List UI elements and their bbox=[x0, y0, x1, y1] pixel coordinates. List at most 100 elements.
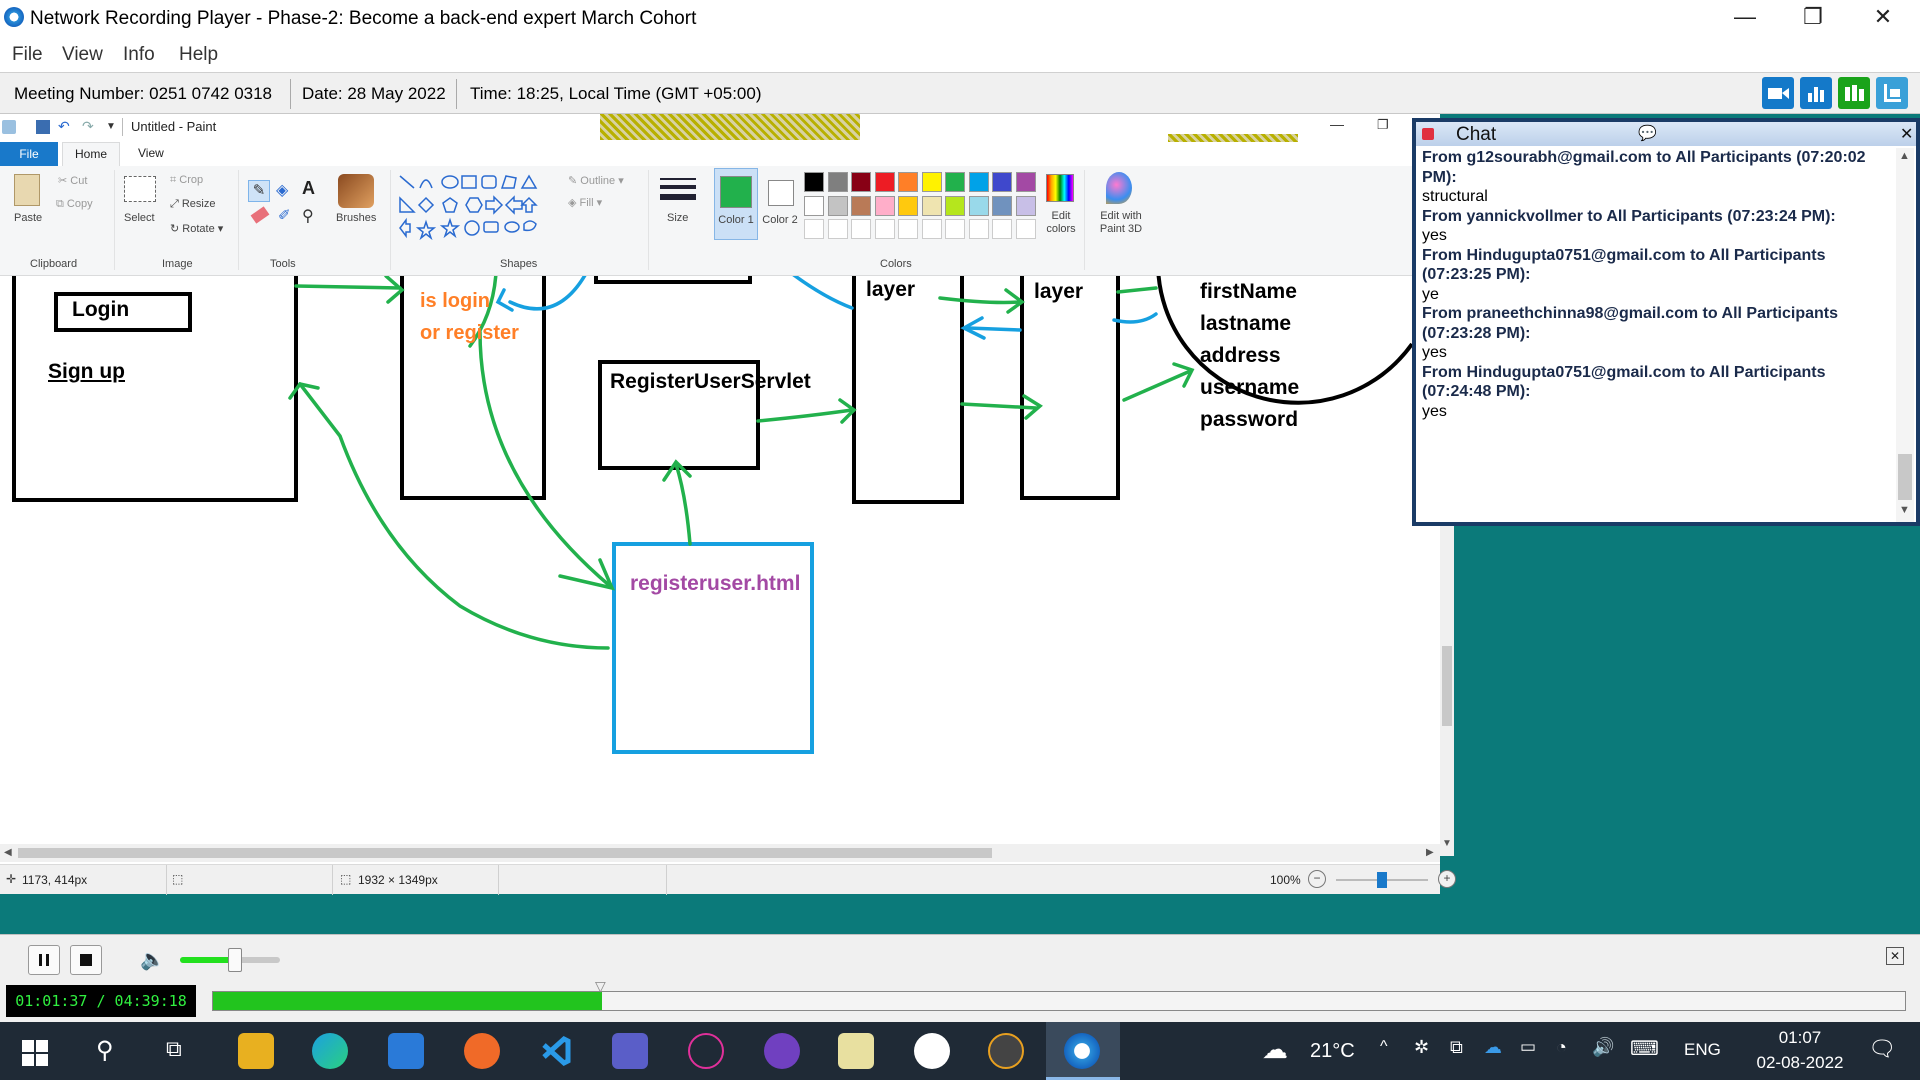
empty-palette-swatch[interactable] bbox=[804, 219, 824, 239]
size-icon[interactable] bbox=[660, 176, 696, 208]
tab-file[interactable]: File bbox=[0, 142, 58, 166]
edit-paint3d-label[interactable]: Edit with Paint 3D bbox=[1099, 210, 1143, 235]
horizontal-scrollbar[interactable]: ◀ ▶ bbox=[0, 844, 1440, 862]
tray-app-icon[interactable]: ✲ bbox=[1414, 1037, 1430, 1057]
empty-palette-swatch[interactable] bbox=[898, 219, 918, 239]
arrow-down-shape-icon[interactable] bbox=[399, 217, 411, 239]
brushes-icon[interactable] bbox=[338, 174, 374, 208]
empty-palette-swatch[interactable] bbox=[827, 219, 848, 239]
pause-button[interactable] bbox=[28, 945, 60, 975]
chat-scroll-thumb[interactable] bbox=[1898, 454, 1912, 500]
zoom-in-button[interactable]: + bbox=[1438, 870, 1456, 888]
menu-info[interactable]: Info bbox=[123, 44, 155, 65]
polygon-shape-icon[interactable] bbox=[500, 175, 517, 189]
palette-swatch[interactable] bbox=[992, 195, 1012, 216]
github-icon[interactable] bbox=[764, 1033, 800, 1069]
empty-palette-swatch[interactable] bbox=[968, 219, 989, 239]
chat-scroll-down-icon[interactable]: ▼ bbox=[1899, 504, 1910, 516]
zoom-out-button[interactable]: − bbox=[1308, 870, 1326, 888]
playback-position-marker[interactable]: ▽ bbox=[595, 978, 606, 994]
tray-camera-icon[interactable]: ⧉ bbox=[1450, 1037, 1463, 1057]
layout-panel-button[interactable] bbox=[1876, 77, 1908, 109]
curve-shape-icon[interactable] bbox=[419, 179, 433, 189]
file-explorer-icon[interactable] bbox=[238, 1033, 274, 1069]
horizontal-scroll-thumb[interactable] bbox=[18, 848, 992, 858]
onedrive-icon[interactable]: ☁ bbox=[1484, 1037, 1502, 1057]
mail-icon[interactable] bbox=[388, 1033, 424, 1069]
empty-palette-swatch[interactable] bbox=[945, 219, 965, 239]
eraser-icon[interactable] bbox=[250, 206, 270, 224]
menu-help[interactable]: Help bbox=[179, 44, 219, 65]
clock-time[interactable]: 01:07 bbox=[1778, 1028, 1822, 1047]
zoom-slider-thumb[interactable] bbox=[1377, 872, 1387, 888]
fill-button[interactable]: ◈ Fill ▾ bbox=[568, 197, 603, 209]
customize-qat-icon[interactable]: ▼ bbox=[106, 121, 116, 132]
resize-button[interactable]: ⤢ Resize bbox=[170, 198, 216, 210]
slack-icon[interactable] bbox=[914, 1033, 950, 1069]
select-icon[interactable] bbox=[124, 176, 156, 202]
volume-icon[interactable]: 🔈 bbox=[140, 949, 165, 971]
save-icon[interactable] bbox=[36, 120, 50, 134]
paste-button-label[interactable]: Paste bbox=[14, 212, 43, 224]
battery-icon[interactable]: ▭ bbox=[1520, 1037, 1537, 1056]
four-point-star-shape-icon[interactable] bbox=[415, 219, 437, 241]
paint-minimize-button[interactable]: — bbox=[1330, 116, 1344, 132]
paste-icon[interactable] bbox=[14, 174, 40, 206]
restore-button[interactable]: ❐ bbox=[1803, 4, 1823, 29]
palette-swatch[interactable] bbox=[804, 195, 824, 216]
select-button-label[interactable]: Select bbox=[124, 212, 155, 224]
palette-swatch[interactable] bbox=[851, 195, 871, 216]
brushes-button-label[interactable]: Brushes bbox=[336, 212, 377, 224]
palette-swatch[interactable] bbox=[827, 172, 848, 192]
star-shape-icon[interactable] bbox=[439, 217, 461, 239]
pentagon-shape-icon[interactable] bbox=[442, 197, 458, 213]
empty-palette-swatch[interactable] bbox=[874, 219, 895, 239]
arrow-left-shape-icon[interactable] bbox=[504, 195, 523, 215]
recording-player-taskbar-icon[interactable] bbox=[1064, 1033, 1100, 1069]
oval-shape-icon[interactable] bbox=[441, 175, 459, 189]
windows-start-icon[interactable] bbox=[22, 1040, 48, 1066]
palette-swatch[interactable] bbox=[945, 172, 965, 192]
tab-view[interactable]: View bbox=[138, 146, 164, 160]
fill-bucket-icon[interactable]: ◈ bbox=[276, 182, 289, 199]
triangle-shape-icon[interactable] bbox=[520, 174, 538, 189]
arrow-right-shape-icon[interactable] bbox=[485, 195, 504, 215]
hexagon-shape-icon[interactable] bbox=[465, 197, 483, 213]
show-hidden-icons-icon[interactable]: ^ bbox=[1380, 1038, 1388, 1055]
pencil-icon[interactable]: ✎ bbox=[248, 180, 270, 202]
teams-icon[interactable] bbox=[612, 1033, 648, 1069]
palette-swatch[interactable] bbox=[804, 172, 824, 192]
postman-icon[interactable] bbox=[464, 1033, 500, 1069]
arrow-up-shape-icon[interactable] bbox=[520, 196, 538, 213]
empty-palette-swatch[interactable] bbox=[992, 219, 1012, 239]
palette-swatch[interactable] bbox=[874, 172, 895, 192]
magnifier-icon[interactable]: ⚲ bbox=[302, 208, 314, 225]
edit-colors-icon[interactable] bbox=[1046, 174, 1074, 202]
menu-view[interactable]: View bbox=[62, 44, 103, 65]
minimize-button[interactable]: — bbox=[1734, 4, 1756, 29]
palette-swatch[interactable] bbox=[898, 195, 918, 216]
size-button-label[interactable]: Size bbox=[667, 212, 689, 224]
palette-swatch[interactable] bbox=[921, 172, 942, 192]
palette-swatch[interactable] bbox=[945, 195, 965, 216]
copy-button[interactable]: ⧉ Copy bbox=[56, 198, 93, 210]
paint-canvas[interactable]: Login Sign up is login or register Regis… bbox=[0, 276, 1440, 844]
graphql-icon[interactable] bbox=[688, 1033, 724, 1069]
line-shape-icon[interactable] bbox=[399, 175, 415, 189]
notifications-icon[interactable]: 🗨 bbox=[1868, 1036, 1896, 1061]
playback-progress-bar[interactable]: ▽ bbox=[212, 978, 1906, 1011]
empty-palette-swatch[interactable] bbox=[851, 219, 871, 239]
cut-button[interactable]: ✂ Cut bbox=[58, 175, 88, 187]
edge-browser-icon[interactable] bbox=[312, 1033, 348, 1069]
edit-colors-label[interactable]: Edit colors bbox=[1046, 210, 1076, 235]
rotate-button[interactable]: ↻ Rotate ▾ bbox=[170, 223, 224, 235]
color-palette[interactable] bbox=[804, 172, 1040, 239]
palette-swatch[interactable] bbox=[968, 195, 989, 216]
vscode-icon[interactable] bbox=[538, 1033, 574, 1069]
palette-swatch[interactable] bbox=[968, 172, 989, 192]
callout-cloud-shape-icon[interactable] bbox=[523, 220, 537, 232]
weather-icon[interactable]: ☁ bbox=[1262, 1034, 1288, 1064]
stop-button[interactable] bbox=[70, 945, 102, 975]
scroll-down-icon[interactable]: ▼ bbox=[1442, 838, 1452, 849]
empty-palette-swatch[interactable] bbox=[921, 219, 942, 239]
